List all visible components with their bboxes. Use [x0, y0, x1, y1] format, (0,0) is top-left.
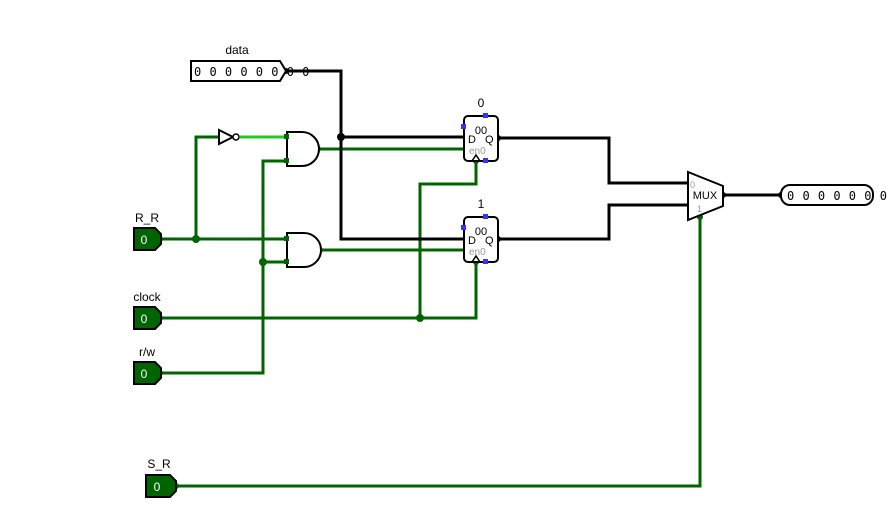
mux-input-1-label: 1: [697, 204, 702, 214]
mux-input-0-label: 0: [690, 180, 695, 190]
bus-reg1-q: [498, 203, 688, 241]
rr-input-pin[interactable]: R_R 0: [133, 211, 162, 251]
rr-pin-label: R_R: [135, 211, 159, 225]
sr-pin-value: 0: [154, 480, 161, 494]
rw-input-pin[interactable]: r/w 0: [133, 345, 162, 385]
mux-label: MUX: [693, 190, 718, 202]
rr-pin-body[interactable]: [133, 227, 162, 251]
register-1-label: 1: [478, 197, 485, 211]
not-gate[interactable]: [218, 128, 240, 146]
junction-dot: [259, 258, 267, 266]
register-0-value: 00: [475, 125, 487, 137]
wire-rw: [158, 159, 289, 375]
data-input-pin[interactable]: data 0 0 0 0 0 0 0 0: [190, 43, 310, 82]
wire-sr-sel: [174, 215, 702, 488]
and-gate-1[interactable]: [284, 131, 320, 167]
register-0-q: Q: [485, 134, 494, 146]
rw-pin-body[interactable]: [133, 361, 162, 385]
register-1-q: Q: [485, 235, 494, 247]
data-pin-body[interactable]: [190, 60, 288, 82]
register-1-d: D: [468, 235, 476, 247]
rr-pin-value: 0: [141, 233, 148, 247]
data-pin-label: data: [225, 43, 249, 57]
register-1-value: 00: [475, 226, 487, 238]
and-gate-2[interactable]: [284, 232, 322, 268]
output-pin: 0 0 0 0 0 0 0 0: [780, 184, 889, 206]
clock-pin-label: clock: [133, 290, 161, 304]
clock-input-pin[interactable]: clock 0: [133, 290, 162, 330]
clock-pin-body[interactable]: [133, 306, 162, 330]
output-pin-value: 0 0 0 0 0 0 0 0: [787, 189, 889, 203]
junction-dot: [337, 133, 345, 141]
clock-pin-value: 0: [141, 312, 148, 326]
rw-pin-value: 0: [141, 367, 148, 381]
junction-dot: [416, 314, 424, 322]
register-0[interactable]: 0 00 D Q en0: [461, 96, 499, 163]
register-0-label: 0: [478, 96, 485, 110]
wire-clock: [158, 260, 478, 320]
register-1[interactable]: 1 00 D Q en0: [461, 197, 499, 264]
multiplexer[interactable]: 0 MUX 1: [687, 170, 724, 222]
sr-input-pin[interactable]: S_R 0: [145, 457, 177, 498]
wires: [158, 135, 702, 488]
sr-pin-body[interactable]: [145, 474, 177, 498]
bus-data: [286, 69, 466, 241]
register-1-en: en0: [469, 247, 486, 258]
rw-pin-label: r/w: [139, 345, 155, 359]
junction-dot: [192, 235, 200, 243]
sr-pin-label: S_R: [147, 457, 171, 471]
register-0-en: en0: [469, 146, 486, 157]
wire-rr-to-not: [194, 135, 220, 241]
buses: [286, 69, 781, 241]
register-0-d: D: [468, 134, 476, 146]
bus-reg0-q: [498, 136, 688, 185]
data-pin-value: 0 0 0 0 0 0 0 0: [194, 65, 310, 79]
